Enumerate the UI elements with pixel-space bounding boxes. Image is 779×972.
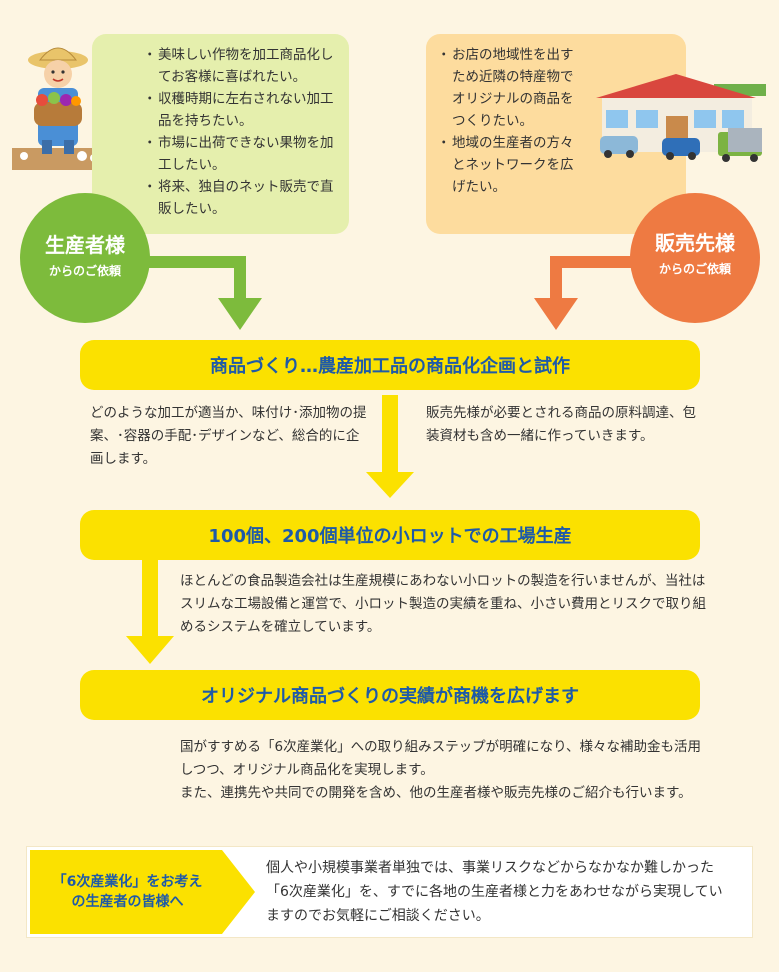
producer-circle-subtitle: からのご依頼: [48, 264, 121, 278]
producer-bullet: 収穫時期に左右されない加工品を持ちたい。: [143, 88, 339, 132]
farmer-illustration: [12, 47, 104, 170]
yellow-arrow-2: [142, 560, 158, 638]
producer-bullet: 市場に出荷できない果物を加工したい。: [143, 132, 339, 176]
seller-bullet: 地域の生産者の方々とネットワークを広げたい。: [437, 132, 586, 198]
step3-text-1: 国がすすめる「6次産業化」への取り組みステップが明確になり、様々な補助金も活用し…: [180, 739, 702, 778]
seller-request-circle: 販売先様 からのご依頼: [630, 193, 760, 323]
step1-title: 商品づくり…農産加工品の商品化企画と試作: [210, 356, 570, 377]
step2-banner: 100個、200個単位の小ロットでの工場生産: [80, 510, 700, 560]
footer-label-shape: [30, 850, 255, 934]
seller-bullet: お店の地域性を出すため近隣の特産物でオリジナルの商品をつくりたい。: [437, 44, 586, 132]
orange-arrow: [550, 256, 636, 300]
seller-circle-subtitle: からのご依頼: [658, 262, 731, 276]
step2-text: ほとんどの食品製造会社は生産規模にあわない小ロットの製造を行いませんが、当社はス…: [180, 573, 706, 635]
seller-circle-title: 販売先様: [655, 231, 735, 255]
step3-text: 国がすすめる「6次産業化」への取り組みステップが明確になり、様々な補助金も活用し…: [180, 736, 706, 805]
footer-label: 「6次産業化」をお考え の生産者の皆様へ: [30, 850, 225, 934]
yellow-arrow-1-head: [366, 472, 414, 498]
orange-arrow-head: [534, 298, 578, 330]
producer-bullet: 美味しい作物を加工商品化してお客様に喜ばれたい。: [143, 44, 339, 88]
step2-title: 100個、200個単位の小ロットでの工場生産: [208, 526, 572, 547]
step3-text-2: また、連携先や共同での開発を含め、他の生産者様や販売先様のご紹介も行います。: [180, 785, 692, 801]
yellow-arrow-1: [382, 395, 398, 475]
seller-request-bubble: お店の地域性を出すため近隣の特産物でオリジナルの商品をつくりたい。 地域の生産者…: [426, 34, 686, 234]
producer-circle-title: 生産者様: [45, 233, 125, 257]
step1-banner: 商品づくり…農産加工品の商品化企画と試作: [80, 340, 700, 390]
footer-label-line1: 「6次産業化」をお考え: [52, 874, 203, 890]
step3-title: オリジナル商品づくりの実績が商機を広げます: [201, 686, 579, 707]
producer-request-circle: 生産者様 からのご依頼: [20, 193, 150, 323]
footer-text: 個人や小規模事業者単独では、事業リスクなどからなかなか難しかった「6次産業化」を…: [266, 860, 723, 924]
step1-left-text: どのような加工が適当か、味付け･添加物の提案、･容器の手配･デザインなど、総合的…: [90, 405, 367, 467]
producer-bullet: 将来、独自のネット販売で直販したい。: [143, 176, 339, 220]
step1-right-text: 販売先様が必要とされる商品の原料調達、包装資材も含め一緒に作っていきます。: [426, 405, 696, 444]
shop-illustration: [596, 74, 766, 162]
footer-label-line2: の生産者の皆様へ: [71, 894, 184, 910]
step3-banner: オリジナル商品づくりの実績が商機を広げます: [80, 670, 700, 720]
yellow-arrow-2-head: [126, 636, 174, 664]
producer-request-bubble: 美味しい作物を加工商品化してお客様に喜ばれたい。 収穫時期に左右されない加工品を…: [92, 34, 349, 234]
green-arrow-head: [218, 298, 262, 330]
green-arrow: [144, 256, 246, 300]
